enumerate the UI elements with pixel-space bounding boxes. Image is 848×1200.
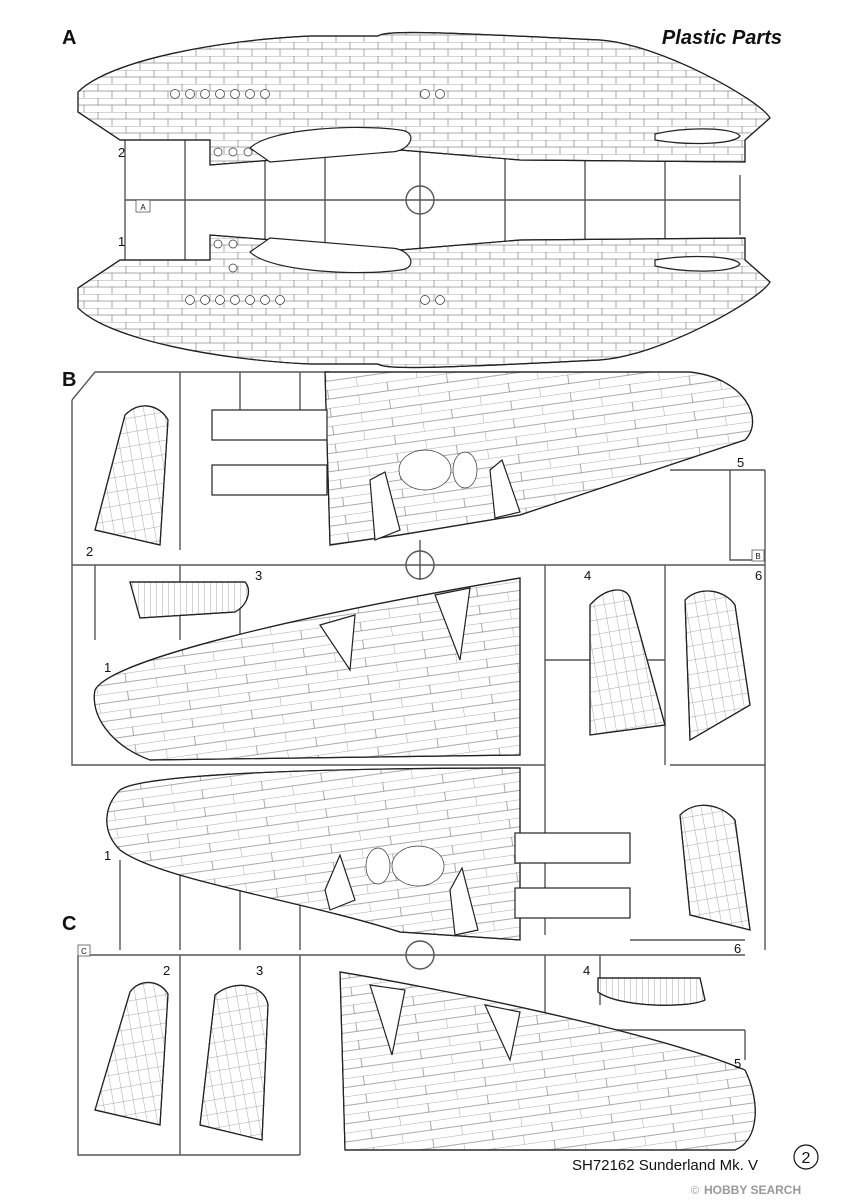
part-number: 6 — [734, 941, 741, 956]
porthole-row — [185, 239, 445, 305]
sprue-tab-letter: B — [755, 552, 760, 561]
porthole-row — [170, 89, 445, 157]
part-number: 2 — [86, 544, 93, 559]
sprue-tab — [135, 199, 151, 213]
kit-caption: SH72162 Sunderland Mk. V — [572, 1157, 758, 1174]
part-number: 4 — [583, 963, 590, 978]
flap-left — [589, 589, 666, 736]
aileron — [94, 405, 169, 546]
sprue-letter: B — [62, 369, 76, 391]
wing-upper-half-mirrored — [106, 767, 631, 941]
part-number: 6 — [755, 568, 762, 583]
sprue-tab-letter: A — [140, 203, 146, 212]
part-number: 1 — [118, 234, 125, 249]
part-number: 1 — [104, 848, 111, 863]
sprue-b: B B 5 2 3 — [62, 369, 766, 766]
page-number: 2 — [802, 1150, 811, 1167]
aileron-c-alt — [199, 984, 269, 1141]
float-strut — [129, 581, 249, 619]
page-title: Plastic Parts — [662, 27, 782, 49]
sprue-tab — [751, 549, 765, 562]
part-number: 3 — [255, 568, 262, 583]
float-strut-c — [597, 977, 706, 1006]
sprue-a: A 2 — [62, 27, 771, 369]
part-number: 1 — [104, 660, 111, 675]
part-number: 5 — [734, 1056, 741, 1071]
sprue-c: C C 1 6 2 3 — [62, 764, 766, 1156]
wing-lower-half — [93, 577, 521, 761]
sprue-letter: C — [62, 913, 76, 935]
watermark-mark: © — [691, 1185, 699, 1197]
fuselage-half-1 — [77, 234, 771, 369]
aileron-c — [94, 981, 169, 1126]
flap-right — [684, 590, 751, 742]
wing-lower-half-c — [339, 971, 756, 1151]
part-number: 2 — [163, 963, 170, 978]
watermark: HOBBY SEARCH — [704, 1183, 801, 1197]
sprue-letter: A — [62, 27, 76, 49]
part-number: 2 — [118, 145, 125, 160]
sprue-tab-letter: C — [81, 947, 87, 956]
part-number: 3 — [256, 963, 263, 978]
part-number: 5 — [737, 455, 744, 470]
wing-upper-half — [211, 371, 754, 546]
flap-right-c — [679, 804, 751, 931]
part-number: 4 — [584, 568, 591, 583]
fuselage-half-2 — [77, 31, 771, 166]
sprue-tab — [77, 944, 91, 957]
page-number-circle — [793, 1144, 819, 1170]
